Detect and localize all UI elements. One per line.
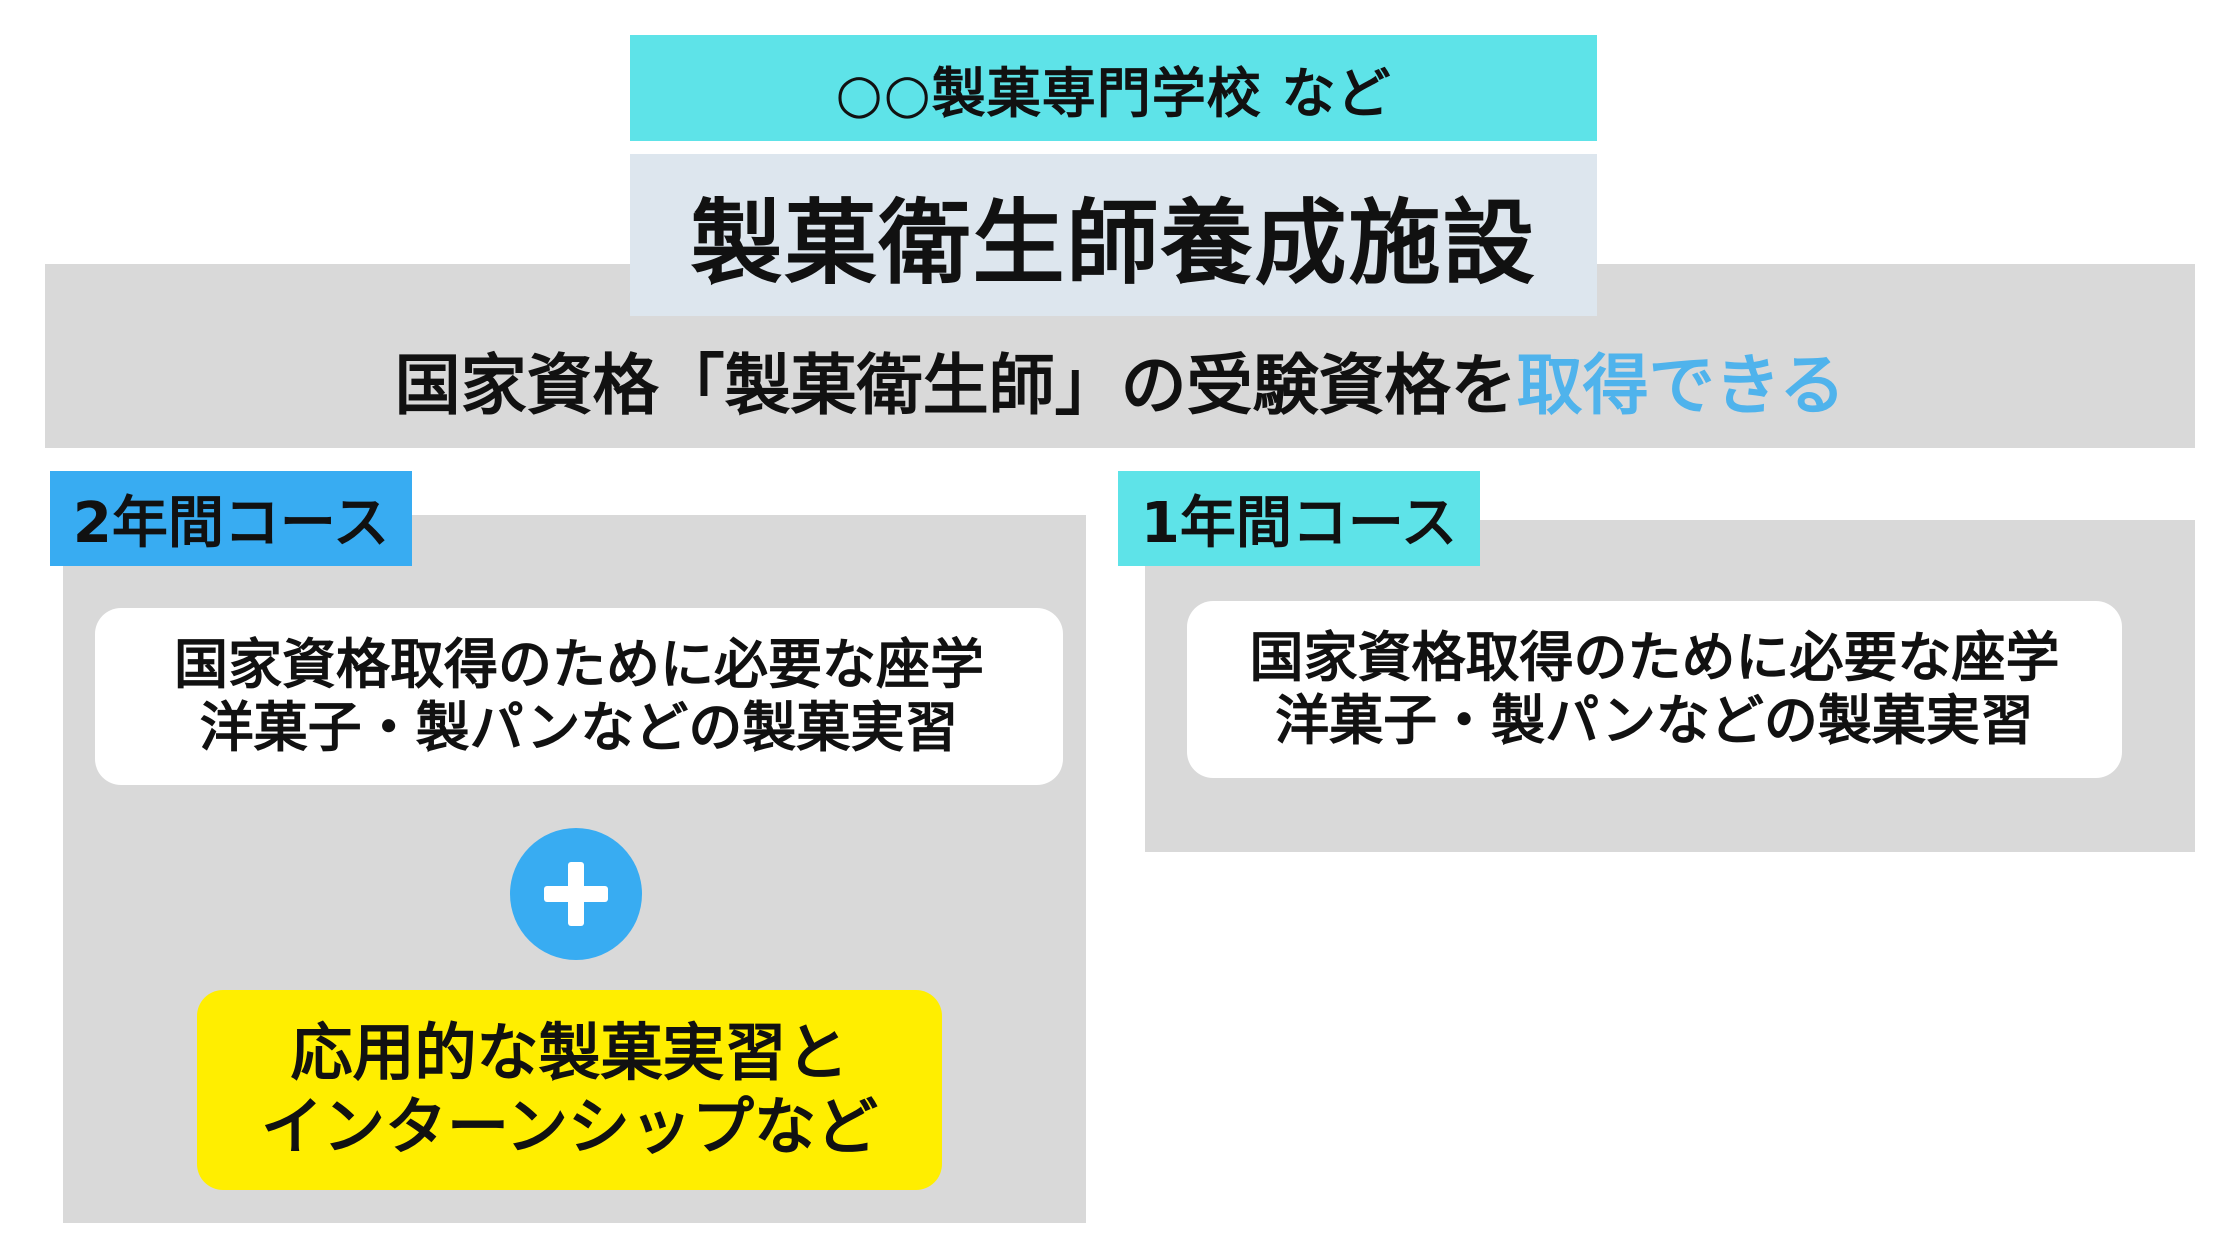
course-1yr-card-line2: 洋菓子・製パンなどの製菓実習 <box>1275 688 2034 752</box>
school-label: ○○製菓専門学校 など <box>630 35 1597 141</box>
course-1yr-card-line1: 国家資格取得のために必要な座学 <box>1249 626 2060 690</box>
facility-title-text: 製菓衛生師養成施設 <box>690 189 1537 297</box>
course-2yr-extra-line1: 応用的な製菓実習と <box>290 1015 849 1089</box>
course-2yr-card-line2: 洋菓子・製パンなどの製菓実習 <box>199 695 959 759</box>
course-1yr-basic-card: 国家資格取得のために必要な座学 洋菓子・製パンなどの製菓実習 <box>1187 601 2122 778</box>
qualification-main-text: 国家資格「製菓衛生師」の受験資格を <box>394 347 1517 424</box>
course-2yr-extra-line2: インターンシップなど <box>261 1090 878 1163</box>
qualification-statement: 国家資格「製菓衛生師」の受験資格を取得できる <box>45 320 2195 440</box>
course-2yr-extra-card: 応用的な製菓実習と インターンシップなど <box>197 990 942 1190</box>
course-2yr-basic-card: 国家資格取得のために必要な座学 洋菓子・製パンなどの製菓実習 <box>95 608 1063 785</box>
course-2yr-badge-text: 2年間コース <box>72 491 390 556</box>
qualification-highlight-text: 取得できる <box>1516 347 1846 424</box>
plus-icon <box>510 828 642 960</box>
course-2yr-card-line1: 国家資格取得のために必要な座学 <box>174 633 984 697</box>
course-2yr-badge: 2年間コース <box>50 471 412 566</box>
school-label-text: ○○製菓専門学校 など <box>835 61 1392 125</box>
facility-title: 製菓衛生師養成施設 <box>630 154 1597 316</box>
course-1yr-badge: 1年間コース <box>1118 471 1480 566</box>
course-1yr-badge-text: 1年間コース <box>1140 491 1458 556</box>
